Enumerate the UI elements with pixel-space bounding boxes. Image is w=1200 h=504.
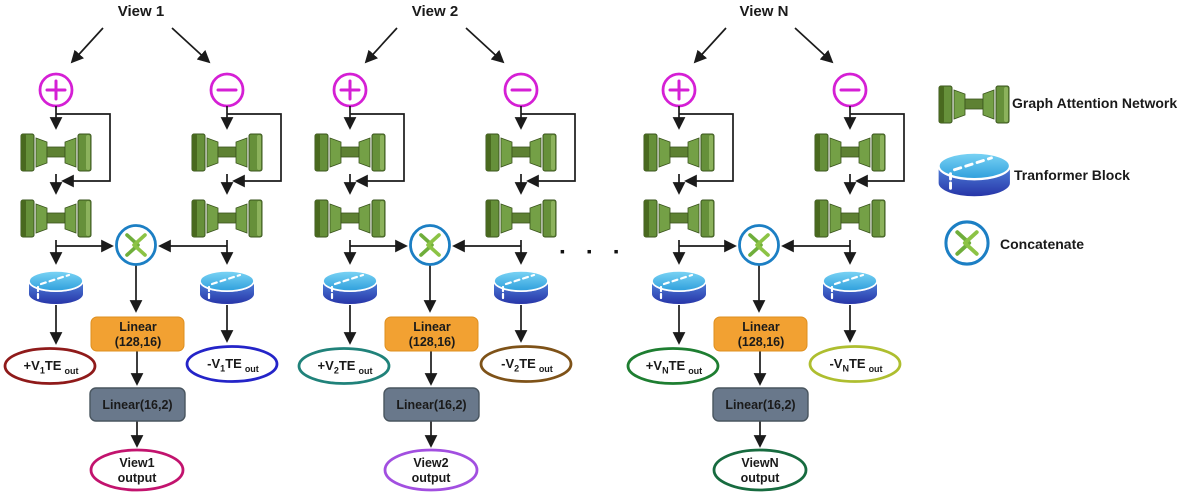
view-output-ellipse [383,448,479,492]
neg-te-ellipse [808,345,902,383]
neg-te-ellipse [479,345,573,383]
concatenate-icon [943,219,991,267]
legend-label-concatenate: Concatenate [1000,236,1085,252]
view-title: View 2 [411,3,459,20]
linear-128-16-box-label: Linear(128,16) [114,320,162,349]
legend-label-gat: Graph Attention Network [1012,95,1178,111]
legend-label-transformer: Tranformer Block [1014,167,1130,183]
viewN-output-ellipses [626,345,902,492]
pos-te-ellipse [626,347,720,385]
view-output-ellipse [89,448,185,492]
linear-16-2-box-label: Linear(16,2) [102,398,173,412]
linear-128-16-box-label: Linear(128,16) [408,320,456,349]
ellipsis-dots: ▪ ▪ ▪ [560,243,628,259]
view2-output-ellipses [297,345,573,492]
view-title: View N [739,3,789,20]
transformer-block-icon [937,151,1012,198]
graph-attention-network-icon [938,85,1010,124]
pos-te-ellipse [297,347,391,385]
linear-128-16-box-label: Linear(128,16) [737,320,785,349]
view-output-ellipse [712,448,808,492]
view-title: View 1 [117,3,165,20]
linear-16-2-box-label: Linear(16,2) [725,398,796,412]
pos-te-ellipse [3,347,97,385]
view1-output-ellipses [3,345,279,492]
neg-te-ellipse [185,345,279,383]
linear-16-2-box-label: Linear(16,2) [396,398,467,412]
